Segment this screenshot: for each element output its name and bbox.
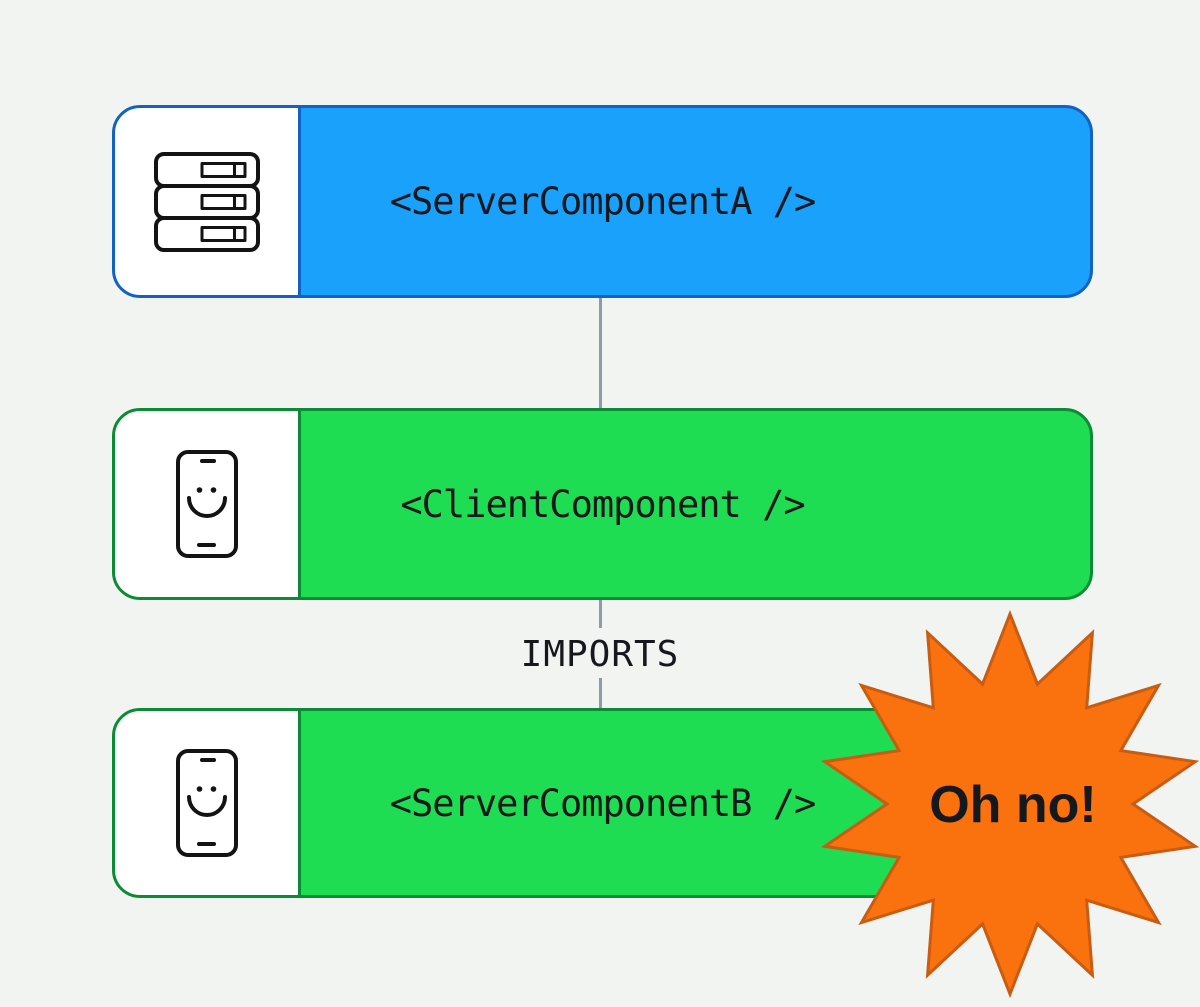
client-component-box: <ClientComponent /> xyxy=(112,408,1093,600)
server-component-a-label: <ServerComponentA /> xyxy=(389,180,817,223)
phone-smiley-icon xyxy=(175,749,238,857)
connector-line-a-to-client xyxy=(599,298,602,408)
server-component-a-icon-section xyxy=(115,108,301,295)
client-component-icon-section xyxy=(115,411,301,597)
client-component-label: <ClientComponent /> xyxy=(400,482,805,526)
connector-line-imports-to-b xyxy=(599,678,602,708)
server-component-b-icon-section xyxy=(115,711,301,895)
connector-line-client-to-imports xyxy=(599,600,602,628)
server-component-b-label: <ServerComponentB /> xyxy=(389,781,817,825)
phone-smiley-icon xyxy=(175,450,238,558)
oh-no-starburst xyxy=(820,609,1200,999)
oh-no-label: Oh no! xyxy=(929,776,1097,834)
imports-label: IMPORTS xyxy=(520,633,680,675)
server-stack-icon xyxy=(153,151,260,252)
server-component-a-box: <ServerComponentA /> xyxy=(112,105,1093,298)
